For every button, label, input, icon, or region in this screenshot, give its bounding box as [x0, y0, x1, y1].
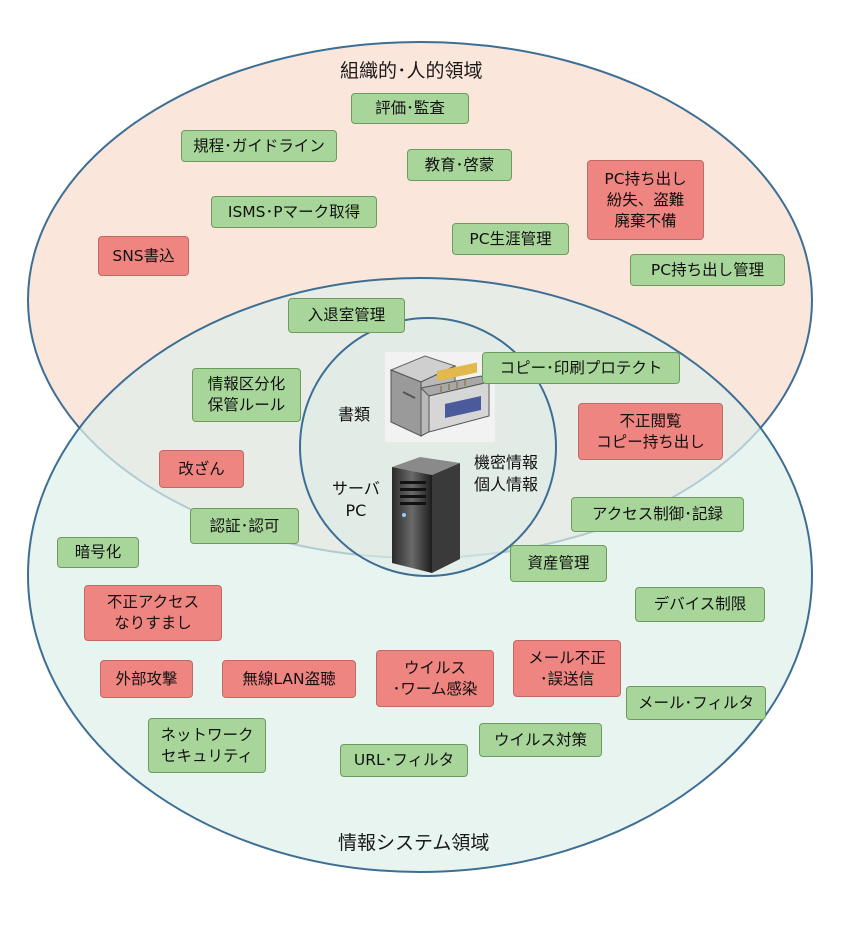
wireless-box: 無線LAN盗聴 — [222, 660, 356, 698]
eval-audit-box: 評価･監査 — [351, 93, 469, 124]
access-control-box: アクセス制御･記録 — [571, 497, 744, 532]
info-classification-box: 情報区分化 保管ルール — [192, 368, 301, 422]
mail-misuse-box: メール不正 ･誤送信 — [513, 640, 621, 697]
documents-label: 書類 — [338, 405, 371, 424]
encryption-box: 暗号化 — [57, 537, 139, 568]
virus-worm-box: ウイルス ･ワーム感染 — [376, 650, 494, 707]
education-box: 教育･啓蒙 — [407, 149, 512, 181]
unauthorized-view-box: 不正閲覧 コピー持ち出し — [578, 403, 723, 460]
pc-takeout-threat-box: PC持ち出し 紛失、盗難 廃棄不備 — [587, 160, 704, 240]
asset-mgmt-box: 資産管理 — [510, 545, 607, 582]
pc-takeout-mgmt-box: PC持ち出し管理 — [630, 254, 785, 286]
unauth-access-box: 不正アクセス なりすまし — [84, 585, 222, 641]
auth-box: 認証･認可 — [190, 508, 299, 544]
sensitive-info-label: 機密情報 個人情報 — [474, 453, 539, 494]
isms-box: ISMS･Pマーク取得 — [211, 196, 377, 228]
org-region-title: 組織的･人的領域 — [340, 60, 483, 82]
mail-filter-box: メール･フィルタ — [626, 686, 766, 720]
pc-lifecycle-box: PC生涯管理 — [452, 223, 569, 255]
device-limit-box: デバイス制限 — [635, 587, 765, 622]
rules-guidelines-box: 規程･ガイドライン — [181, 130, 337, 162]
server-pc-label: サーバ PC — [332, 479, 380, 520]
tampering-box: 改ざん — [159, 450, 244, 488]
network-security-box: ネットワーク セキュリティ — [148, 718, 266, 773]
entry-mgmt-box: 入退室管理 — [288, 298, 405, 333]
copy-protect-box: コピー･印刷プロテクト — [482, 352, 680, 384]
server-tower-icon — [392, 457, 460, 573]
external-attack-box: 外部攻撃 — [100, 660, 193, 698]
sns-box: SNS書込 — [98, 236, 189, 276]
file-cabinet-icon — [385, 352, 495, 442]
system-region-title: 情報システム領域 — [338, 832, 490, 854]
url-filter-box: URL･フィルタ — [340, 744, 468, 777]
antivirus-box: ウイルス対策 — [479, 723, 602, 757]
